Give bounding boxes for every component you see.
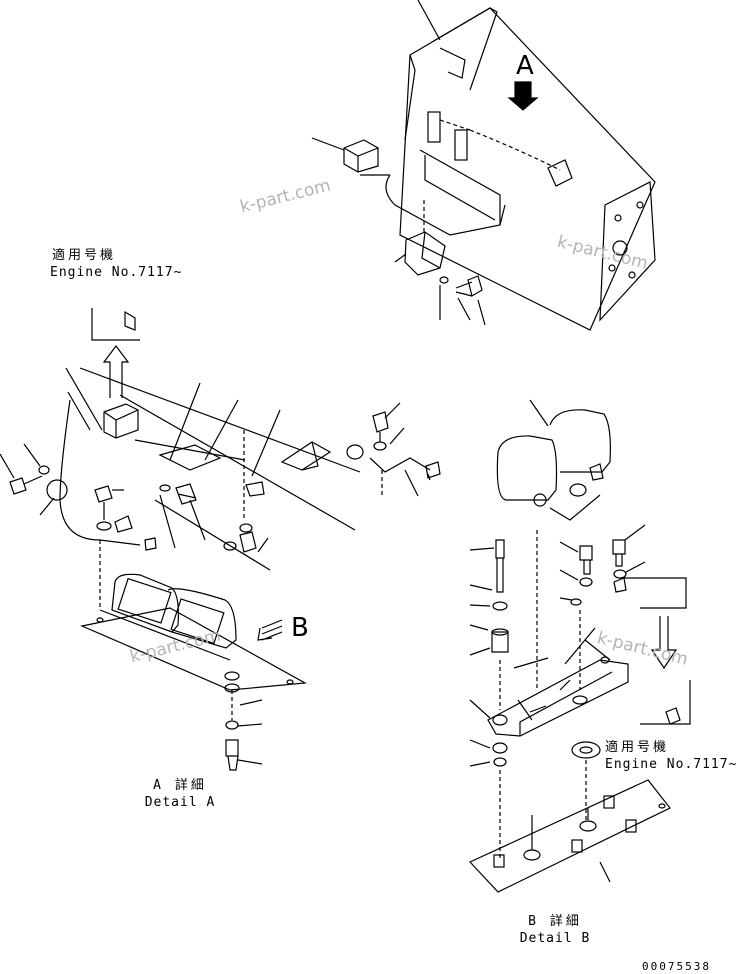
detail-b-assembly	[468, 399, 691, 893]
detail-a-caption-en: Detail A	[144, 795, 216, 810]
view-b-label: B	[291, 613, 309, 643]
applicability-note-right-jp: 適用号機	[605, 740, 670, 755]
view-a-label: A	[516, 51, 534, 81]
view-b-arrow	[257, 619, 283, 641]
applicability-note-top-en: Engine No.7117~	[50, 265, 183, 280]
drawing-number: 00075538	[642, 960, 711, 973]
rear-panel-assembly	[311, 0, 656, 331]
detail-a-caption-jp: A 詳細	[153, 778, 207, 793]
applicability-note-top-jp: 適用号機	[52, 248, 117, 263]
detail-b-caption-jp: B 詳細	[528, 914, 582, 929]
applicability-note-right-en: Engine No.7117~	[605, 757, 738, 772]
detail-a-assembly	[0, 308, 441, 771]
detail-b-caption-en: Detail B	[519, 931, 591, 946]
view-a-arrow	[507, 81, 539, 111]
